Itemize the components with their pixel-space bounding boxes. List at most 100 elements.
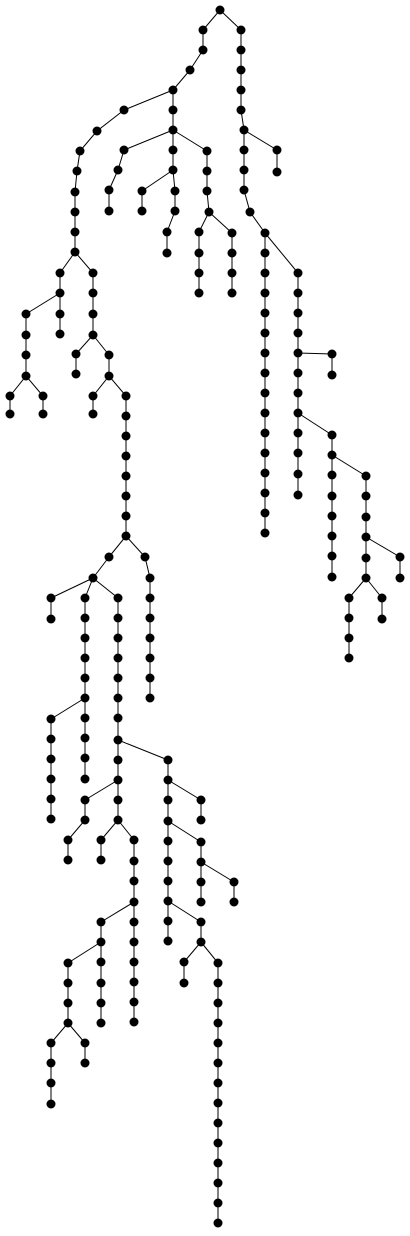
tree-edge: [167, 779, 202, 801]
tree-node: [395, 552, 405, 562]
tree-edge: [200, 941, 219, 964]
tree-node: [202, 166, 212, 176]
tree-node: [293, 328, 303, 338]
tree-edge: [331, 454, 367, 477]
tree-node: [236, 25, 246, 35]
tree-node: [213, 978, 223, 988]
tree-node: [361, 573, 371, 583]
tree-node: [113, 633, 123, 643]
tree-node: [168, 145, 178, 155]
tree-node: [5, 391, 15, 401]
tree-edge: [208, 211, 233, 234]
tree-node: [293, 388, 303, 398]
tree-node: [88, 409, 98, 419]
tree-node: [88, 268, 98, 278]
tree-node: [88, 391, 98, 401]
tree-edge: [123, 129, 174, 151]
tree-node: [260, 248, 270, 258]
tree-node: [113, 755, 123, 765]
tree-node: [361, 532, 371, 542]
tree-node: [239, 165, 249, 175]
tree-node: [260, 388, 270, 398]
tree-node: [63, 835, 73, 845]
tree-node: [327, 470, 337, 480]
tree-node: [145, 673, 155, 683]
tree-node: [113, 673, 123, 683]
tree-node: [327, 370, 337, 380]
tree-node: [260, 508, 270, 518]
tree-node: [327, 551, 337, 561]
tree-node: [104, 350, 114, 360]
tree-node: [168, 165, 178, 175]
tree-node: [113, 735, 123, 745]
tree-edge: [50, 577, 94, 599]
tree-node: [293, 448, 303, 458]
tree-node: [46, 714, 56, 724]
tree-edge: [92, 577, 119, 599]
tree-nodes: [5, 5, 405, 1228]
tree-node: [121, 531, 131, 541]
tree-node: [327, 430, 337, 440]
tree-node: [229, 877, 239, 887]
tree-edge: [74, 251, 94, 274]
tree-node: [21, 350, 31, 360]
tree-node: [245, 207, 255, 217]
tree-node: [163, 836, 173, 846]
tree-node: [80, 633, 90, 643]
tree-node: [55, 309, 65, 319]
tree-node: [46, 1099, 56, 1109]
tree-node: [121, 451, 131, 461]
tree-node: [260, 428, 270, 438]
tree-node: [129, 835, 139, 845]
tree-node: [70, 247, 80, 257]
tree-node: [260, 468, 270, 478]
tree-node: [260, 288, 270, 298]
tree-edge: [243, 129, 278, 151]
tree-node: [129, 1017, 139, 1027]
tree-node: [213, 1038, 223, 1048]
tree-node: [80, 733, 90, 743]
tree-node: [179, 978, 189, 988]
tree-edge: [297, 412, 333, 436]
tree-node: [163, 916, 173, 926]
tree-node: [198, 45, 208, 55]
tree-node: [80, 593, 90, 603]
tree-node: [344, 613, 354, 623]
tree-node: [113, 693, 123, 703]
tree-node: [71, 369, 81, 379]
tree-edge: [264, 232, 299, 274]
tree-node: [145, 693, 155, 703]
tree-node: [96, 957, 106, 967]
tree-node: [163, 755, 173, 765]
tree-node: [196, 815, 206, 825]
tree-node: [163, 795, 173, 805]
tree-node: [213, 1058, 223, 1068]
tree-edge: [365, 536, 401, 558]
tree-node: [80, 653, 90, 663]
tree-node: [361, 553, 371, 563]
tree-node: [215, 5, 225, 15]
tree-node: [80, 815, 90, 825]
tree-node: [119, 105, 129, 115]
tree-node: [145, 593, 155, 603]
tree-node: [163, 936, 173, 946]
tree-node: [145, 573, 155, 583]
tree-node: [327, 531, 337, 541]
tree-node: [63, 958, 73, 968]
tree-node: [80, 774, 90, 784]
tree-node: [361, 491, 371, 501]
tree-node: [168, 105, 178, 115]
tree-node: [113, 815, 123, 825]
tree-node: [293, 308, 303, 318]
tree-node: [239, 185, 249, 195]
tree-node: [5, 409, 15, 419]
tree-node: [377, 614, 387, 624]
tree-node: [213, 1098, 223, 1108]
tree-node: [260, 268, 270, 278]
tree-node: [293, 268, 303, 278]
tree-node: [272, 167, 282, 177]
tree-node: [204, 207, 214, 217]
tree-node: [327, 511, 337, 521]
tree-node: [104, 552, 114, 562]
tree-node: [293, 288, 303, 298]
